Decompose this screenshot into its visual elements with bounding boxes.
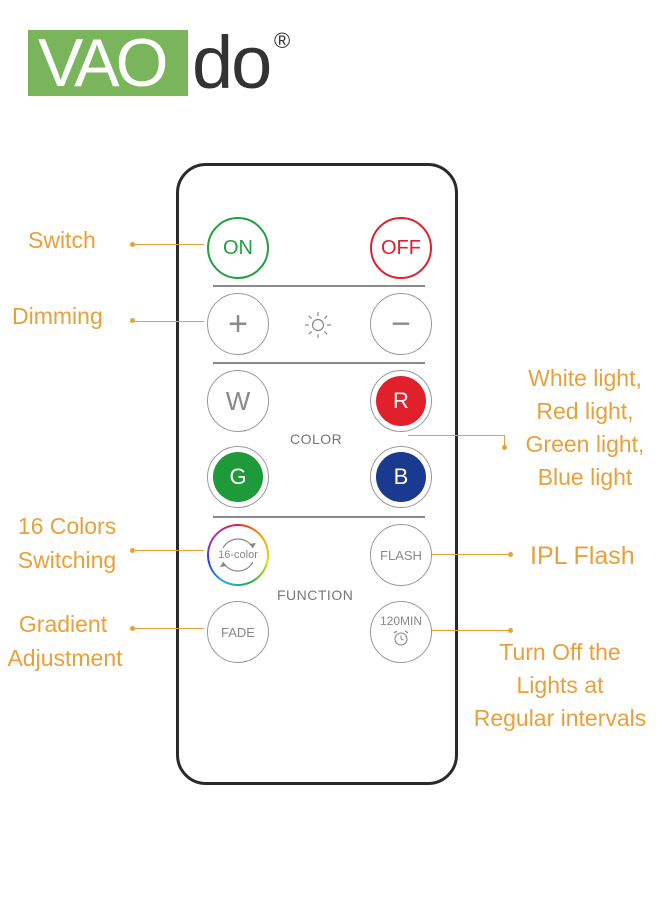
annotation-gradient-1: Gradient	[18, 611, 108, 637]
blue-button-fill: B	[376, 452, 426, 502]
divider-2	[213, 362, 425, 364]
annotation-sixteen-2: Switching	[17, 547, 117, 573]
g-label: G	[229, 464, 247, 489]
annotation-dimming: Dimming	[12, 303, 103, 329]
function-section-label: FUNCTION	[277, 587, 354, 603]
red-button-fill: R	[376, 376, 426, 426]
white-button[interactable]: W	[207, 370, 269, 432]
leader-line-sixteen	[132, 550, 204, 551]
alarm-clock-icon	[393, 630, 409, 646]
leader-line-color	[408, 435, 504, 436]
divider-3	[213, 516, 425, 518]
annotation-gradient-2: Adjustment	[7, 645, 123, 671]
on-label: ON	[223, 236, 253, 259]
leader-dot-color	[502, 445, 507, 450]
leader-vline-color	[504, 435, 505, 447]
divider-1	[213, 285, 425, 287]
brightness-up-button[interactable]: +	[207, 293, 269, 355]
r-label: R	[393, 388, 409, 413]
leader-line-timer	[432, 630, 510, 631]
annotation-switch: Switch	[28, 227, 96, 253]
w-label: W	[225, 385, 251, 416]
color-section-label: COLOR	[290, 431, 343, 447]
sixteen-color-button[interactable]: 16-color	[207, 524, 269, 586]
brightness-down-button[interactable]: −	[370, 293, 432, 355]
leader-line-gradient	[132, 628, 204, 629]
leader-dot-ipl	[508, 552, 513, 557]
leader-dot-dimming	[130, 318, 135, 323]
leader-line-ipl	[432, 554, 510, 555]
on-button[interactable]: ON	[207, 217, 269, 279]
leader-line-dimming	[132, 321, 204, 322]
off-label: OFF	[381, 236, 421, 259]
logo-text-box: VAO	[38, 25, 169, 101]
minus-label: −	[391, 304, 411, 343]
annotation-white: White light,	[528, 365, 642, 391]
annotation-ipl: IPL Flash	[530, 542, 635, 570]
red-button[interactable]: R	[370, 370, 432, 432]
annotation-red: Red light,	[536, 398, 634, 424]
remote-control: ON OFF + − W R COLOR G B	[176, 163, 458, 785]
registered-mark: ®	[274, 28, 291, 53]
annotation-sixteen-1: 16 Colors	[17, 513, 117, 539]
timer-label: 120MIN	[379, 614, 423, 628]
sun-icon	[305, 312, 331, 338]
leader-dot-timer	[508, 628, 513, 633]
logo-text-rest: do	[192, 21, 272, 104]
green-button-fill: G	[213, 452, 263, 502]
annotation-blue: Blue light	[537, 464, 633, 490]
annotation-green: Green light,	[525, 431, 645, 457]
timer-button[interactable]: 120MIN	[370, 601, 432, 663]
b-label: B	[393, 464, 409, 489]
off-button[interactable]: OFF	[370, 217, 432, 279]
green-button[interactable]: G	[207, 446, 269, 508]
annotation-timer-1: Turn Off the	[499, 639, 621, 665]
blue-button[interactable]: B	[370, 446, 432, 508]
logo-green-box: VAO	[28, 25, 188, 101]
plus-label: +	[228, 304, 248, 343]
fade-label: FADE	[221, 624, 255, 640]
annotation-timer-3: Regular intervals	[473, 705, 647, 731]
leader-line-switch	[132, 244, 204, 245]
flash-button[interactable]: FLASH	[370, 524, 432, 586]
annotation-timer-2: Lights at	[516, 672, 604, 698]
sixteen-color-label: 16-color	[218, 549, 258, 561]
fade-button[interactable]: FADE	[207, 601, 269, 663]
cycle-arrows-icon	[220, 538, 256, 572]
flash-label: FLASH	[380, 547, 422, 563]
